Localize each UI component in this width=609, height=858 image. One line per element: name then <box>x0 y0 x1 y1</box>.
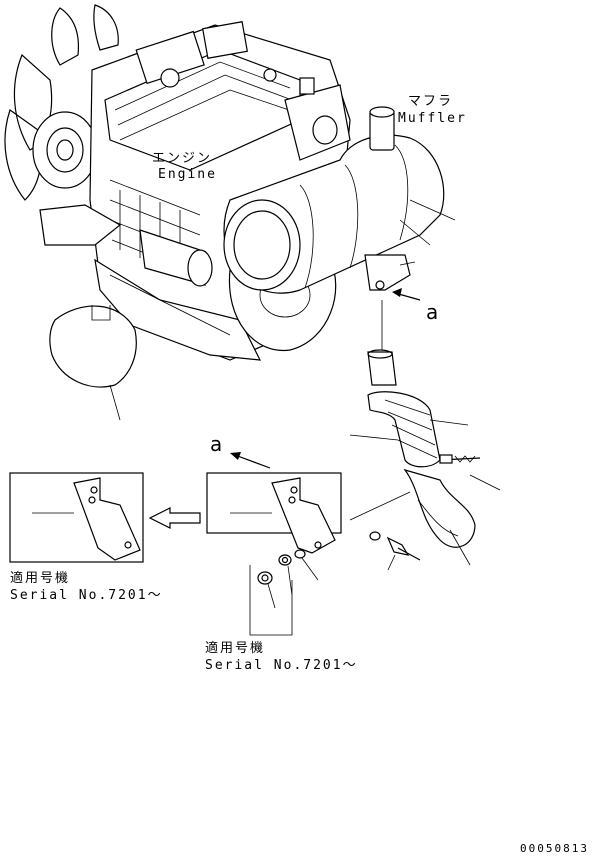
serial-bottom-en: Serial No.7201～ <box>205 658 358 673</box>
detail-view-previous <box>9 472 144 563</box>
view-callout-a-detail: a <box>210 432 223 456</box>
engine-label-en: Engine <box>158 167 217 182</box>
serial-bottom-jp: 適用号機 <box>205 641 266 656</box>
engine-label-jp: エンジン <box>152 151 213 166</box>
view-arrow-detail <box>230 452 271 469</box>
muffler-label-en: Muffler <box>398 111 467 126</box>
detail-view-current <box>206 472 342 554</box>
view-arrow-top <box>392 288 421 301</box>
muffler-illustration <box>223 106 456 294</box>
serial-left-en: Serial No.7201～ <box>10 588 163 603</box>
replacement-arrow <box>148 507 201 529</box>
nut-washer-group <box>249 549 319 636</box>
document-number: 00050813 <box>520 842 589 855</box>
muffler-label-jp: マフラ <box>408 94 454 109</box>
serial-left-jp: 適用号機 <box>10 571 71 586</box>
view-callout-a-top: a <box>426 300 439 324</box>
tail-pipe-assembly <box>349 300 501 566</box>
bolt-washer <box>369 531 421 571</box>
